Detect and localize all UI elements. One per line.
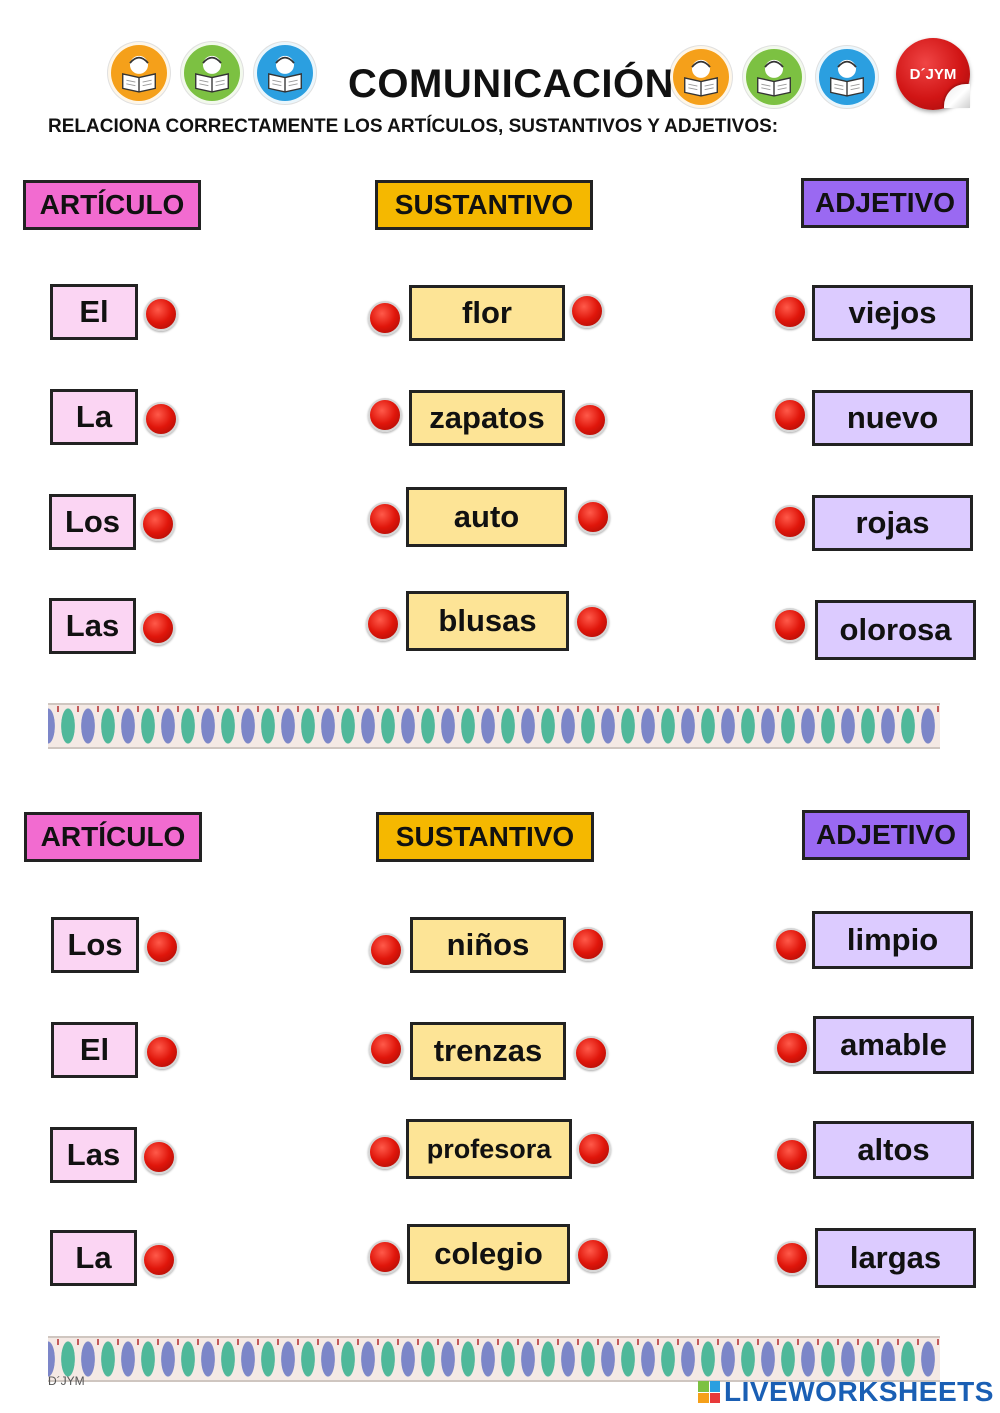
adjetivo-connector-dot[interactable]: [774, 928, 808, 962]
sustantivo-box: trenzas: [410, 1022, 566, 1080]
adjetivo-connector-dot[interactable]: [773, 505, 807, 539]
articulo-connector-dot[interactable]: [141, 507, 175, 541]
articulo-box: Los: [51, 917, 139, 973]
adjetivo-connector-dot[interactable]: [773, 398, 807, 432]
decorative-border-strip: [48, 703, 940, 749]
sustantivo-box: flor: [409, 285, 565, 341]
adjetivo-box: amable: [813, 1016, 974, 1074]
child-reading-icon: [816, 46, 878, 108]
sustantivo-left-connector-dot[interactable]: [369, 1032, 403, 1066]
adjetivo-header: ADJETIVO: [801, 178, 969, 228]
logo-text: D´JYM: [909, 65, 957, 83]
adjetivo-box: largas: [815, 1228, 976, 1288]
adjetivo-box: viejos: [812, 285, 973, 341]
sustantivo-left-connector-dot[interactable]: [366, 607, 400, 641]
child-reading-icon: [670, 46, 732, 108]
articulo-box: Las: [50, 1127, 137, 1183]
adjetivo-box: altos: [813, 1121, 974, 1179]
sustantivo-box: niños: [410, 917, 566, 973]
sustantivo-header: SUSTANTIVO: [376, 812, 594, 862]
articulo-box: El: [50, 284, 138, 340]
adjetivo-header: ADJETIVO: [802, 810, 970, 860]
articulo-box: El: [51, 1022, 138, 1078]
djym-logo: D´JYM: [896, 38, 970, 110]
sustantivo-left-connector-dot[interactable]: [369, 933, 403, 967]
adjetivo-connector-dot[interactable]: [773, 295, 807, 329]
adjetivo-box: rojas: [812, 495, 973, 551]
adjetivo-connector-dot[interactable]: [773, 608, 807, 642]
sustantivo-right-connector-dot[interactable]: [571, 927, 605, 961]
sustantivo-box: blusas: [406, 591, 569, 651]
articulo-box: La: [50, 389, 138, 445]
articulo-box: La: [50, 1230, 137, 1286]
sustantivo-box: profesora: [406, 1119, 572, 1179]
adjetivo-connector-dot[interactable]: [775, 1138, 809, 1172]
articulo-connector-dot[interactable]: [145, 930, 179, 964]
articulo-connector-dot[interactable]: [141, 611, 175, 645]
sustantivo-header: SUSTANTIVO: [375, 180, 593, 230]
articulo-connector-dot[interactable]: [145, 1035, 179, 1069]
adjetivo-box: olorosa: [815, 600, 976, 660]
articulo-connector-dot[interactable]: [144, 402, 178, 436]
sustantivo-box: auto: [406, 487, 567, 547]
sustantivo-left-connector-dot[interactable]: [368, 301, 402, 335]
page-title: COMUNICACIÓN: [348, 62, 674, 106]
sustantivo-left-connector-dot[interactable]: [368, 1135, 402, 1169]
articulo-connector-dot[interactable]: [144, 297, 178, 331]
author-credit: D´JYM: [48, 1374, 85, 1388]
sustantivo-left-connector-dot[interactable]: [368, 398, 402, 432]
child-reading-icon: [254, 42, 316, 104]
sustantivo-left-connector-dot[interactable]: [368, 1240, 402, 1274]
child-reading-icon: [108, 42, 170, 104]
adjetivo-connector-dot[interactable]: [775, 1241, 809, 1275]
sustantivo-right-connector-dot[interactable]: [576, 1238, 610, 1272]
decorative-border-strip: [48, 1336, 940, 1382]
sustantivo-box: zapatos: [409, 390, 565, 446]
liveworksheets-brand: LIVEWORKSHEETS: [698, 1376, 994, 1408]
sustantivo-right-connector-dot[interactable]: [570, 294, 604, 328]
child-reading-icon: [743, 46, 805, 108]
adjetivo-connector-dot[interactable]: [775, 1031, 809, 1065]
articulo-connector-dot[interactable]: [142, 1140, 176, 1174]
articulo-box: Los: [49, 494, 136, 550]
articulo-header: ARTÍCULO: [24, 812, 202, 862]
sustantivo-right-connector-dot[interactable]: [573, 403, 607, 437]
sustantivo-right-connector-dot[interactable]: [577, 1132, 611, 1166]
articulo-header: ARTÍCULO: [23, 180, 201, 230]
sustantivo-right-connector-dot[interactable]: [576, 500, 610, 534]
articulo-connector-dot[interactable]: [142, 1243, 176, 1277]
sustantivo-box: colegio: [407, 1224, 570, 1284]
instruction-text: RELACIONA CORRECTAMENTE LOS ARTÍCULOS, S…: [48, 116, 779, 137]
sustantivo-left-connector-dot[interactable]: [368, 502, 402, 536]
articulo-box: Las: [49, 598, 136, 654]
adjetivo-box: nuevo: [812, 390, 973, 446]
adjetivo-box: limpio: [812, 911, 973, 969]
brand-text: LIVEWORKSHEETS: [724, 1376, 994, 1407]
sustantivo-right-connector-dot[interactable]: [575, 605, 609, 639]
child-reading-icon: [181, 42, 243, 104]
liveworksheets-logo-icon: [698, 1381, 720, 1403]
sustantivo-right-connector-dot[interactable]: [574, 1036, 608, 1070]
